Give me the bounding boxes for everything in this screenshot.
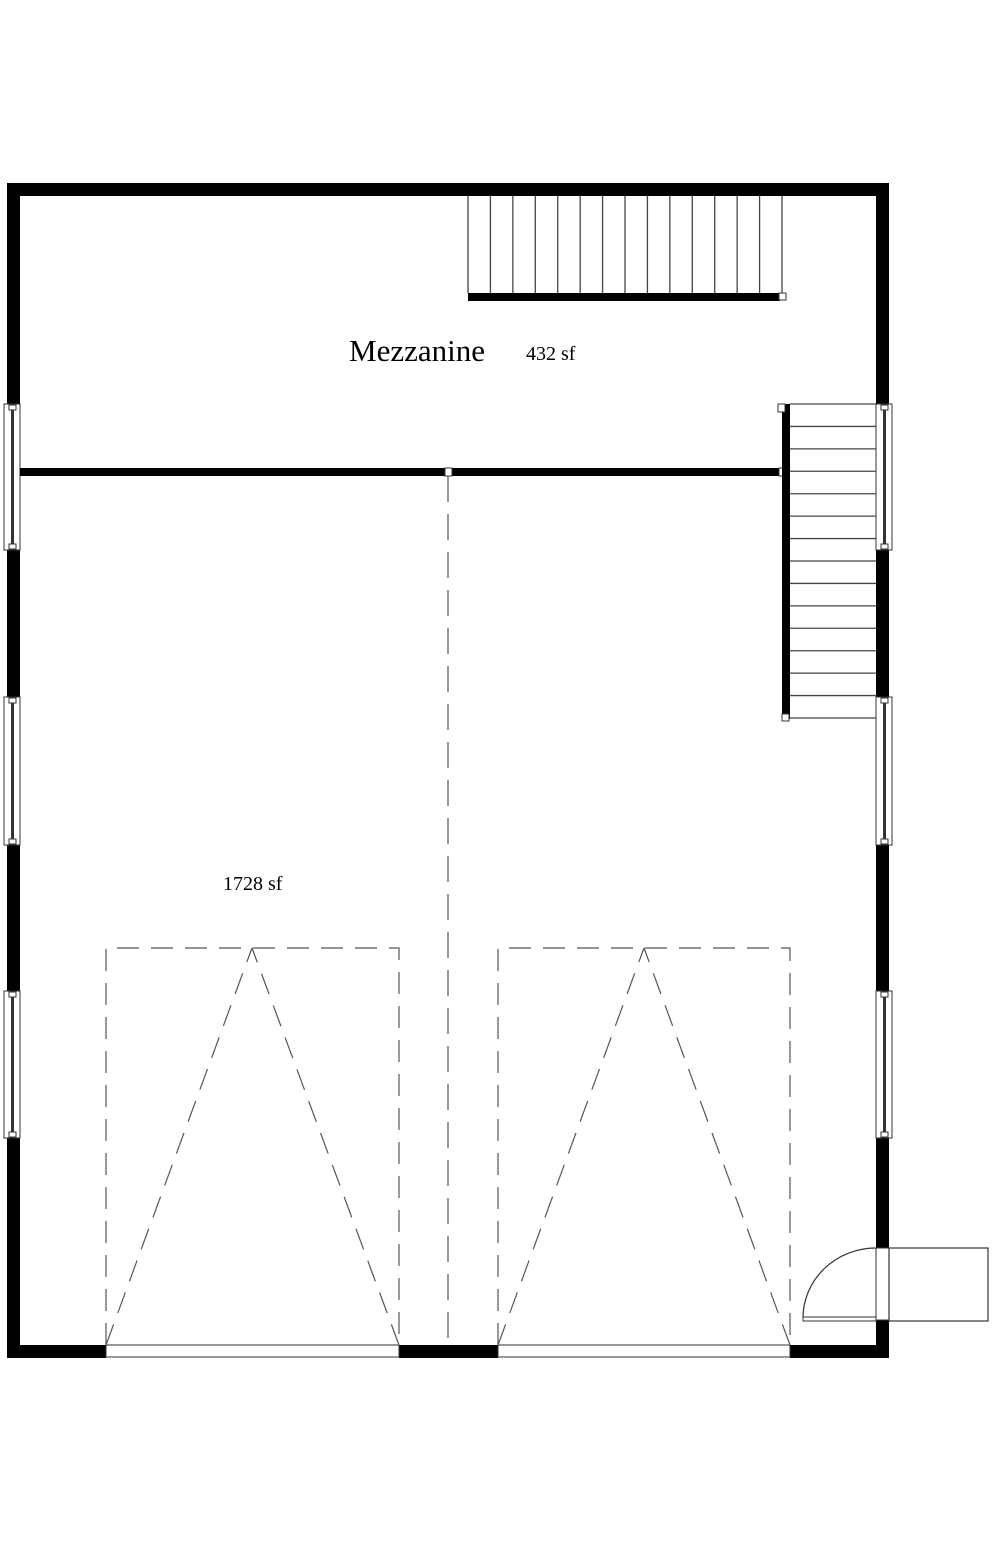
windows-right [875,403,893,1139]
window-right-3 [875,990,893,1139]
window-right-2 [875,696,893,846]
room-label-mezzanine: Mezzanine [349,333,485,368]
mezzanine-wall [20,467,787,477]
room-area-garage: 1728 sf [223,873,283,895]
garage-door-right [497,947,791,1346]
garage-door-openings [105,1344,791,1358]
right-stair [777,403,876,722]
window-left-2 [3,696,21,846]
top-stair [467,196,787,301]
entry-stoop [888,1247,989,1322]
entry-door [802,1247,890,1322]
room-area-mezzanine: 432 sf [526,343,576,365]
garage-door-left [105,947,400,1346]
windows-left [3,403,21,1139]
window-left-1 [3,403,21,551]
window-right-1 [875,403,893,551]
window-left-3 [3,990,21,1139]
